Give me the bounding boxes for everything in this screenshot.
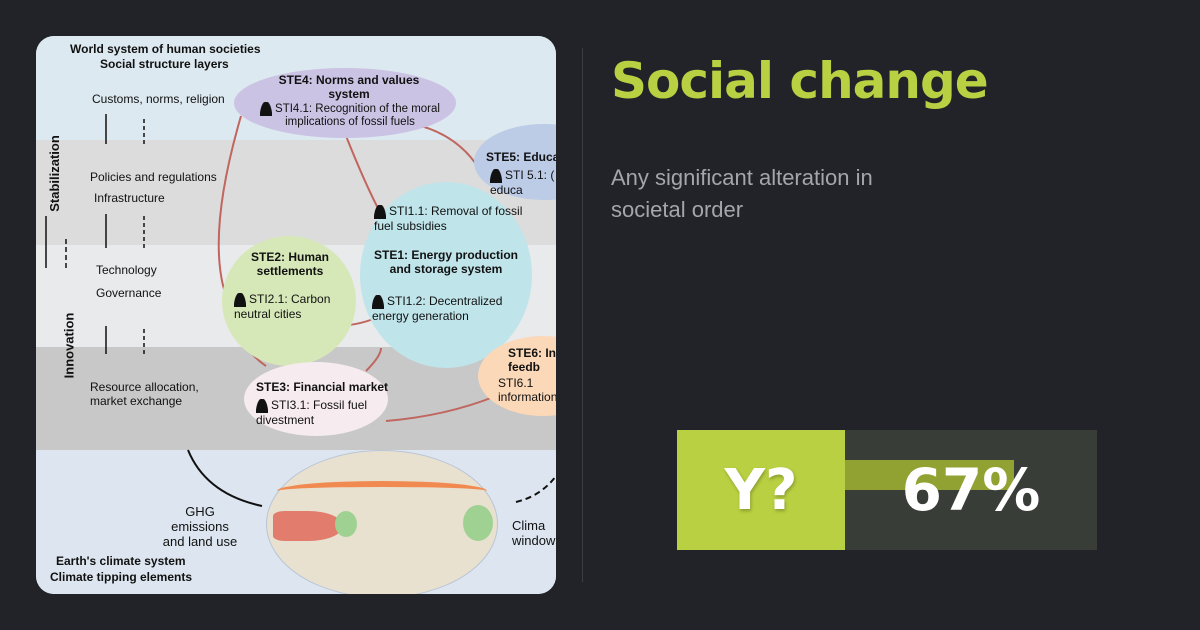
clima-label: Clima windows <box>512 518 556 548</box>
footer-label: Earth's climate system <box>56 554 186 568</box>
person-icon <box>234 292 246 307</box>
layer-label: Resource allocation, <box>90 380 199 394</box>
person-icon <box>372 294 384 309</box>
person-icon <box>256 398 268 413</box>
person-icon <box>374 204 386 219</box>
footer-label: Climate tipping elements <box>50 570 193 584</box>
diagram-subheader: Social structure layers <box>100 57 229 71</box>
subtitle: Any significant alteration in societal o… <box>611 165 873 222</box>
layer-label: Technology <box>96 263 157 277</box>
divider <box>582 48 583 582</box>
ste1-bubble: STI1.1: Removal of fossil fuel subsidies… <box>360 182 532 368</box>
yes-label: Y? <box>677 430 845 550</box>
ghg-label: GHG emissions and land use <box>162 504 238 549</box>
percent-fill <box>845 460 1014 490</box>
ste3-bubble: STE3: Financial market STI3.1: Fossil fu… <box>244 362 388 436</box>
world-map <box>266 450 498 594</box>
percent-text: 67% <box>901 456 1041 524</box>
person-icon <box>260 102 273 116</box>
layer-label: market exchange <box>90 394 183 408</box>
layer-label: Policies and regulations <box>90 170 217 184</box>
ste2-bubble: STE2: Human settlements STI2.1: Carbon n… <box>222 236 356 366</box>
diagram-header: World system of human societies <box>70 42 261 56</box>
percent-bar: 67% <box>845 430 1097 550</box>
person-icon <box>490 168 502 183</box>
layer-label: Infrastructure <box>94 191 165 205</box>
page-title: Social change <box>611 52 989 110</box>
layer-label: Customs, norms, religion <box>92 92 225 106</box>
vote-badge: Y? 67% <box>677 430 1097 550</box>
layer-label: Governance <box>96 286 162 300</box>
ste4-bubble: STE4: Norms and values system STI4.1: Re… <box>234 68 456 138</box>
diagram-image: World system of human societies Social s… <box>36 36 556 594</box>
